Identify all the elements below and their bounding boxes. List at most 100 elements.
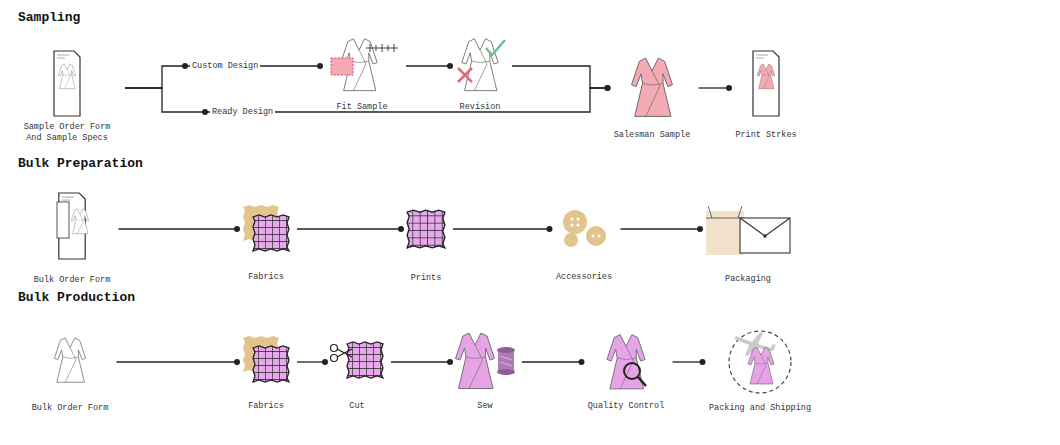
step-caption: Quality Control (588, 401, 665, 412)
connector-dot (726, 85, 732, 91)
fabrics-icon (243, 336, 289, 382)
fabrics-icon-part (253, 215, 289, 251)
sew-icon-part (500, 356, 512, 366)
packaging-icon-part (740, 218, 790, 253)
packaging-icon-part (740, 218, 790, 236)
revision-icon (458, 39, 505, 91)
section-heading: Bulk Production (18, 290, 135, 305)
accessories-icon-part (598, 235, 601, 238)
connector-dot (447, 63, 453, 69)
step-caption: Prints (411, 273, 442, 284)
step-caption: Cut (349, 401, 364, 412)
connector-dot (398, 226, 404, 232)
process-step: Packaging (704, 205, 792, 285)
process-step: Sew (454, 330, 516, 412)
order-form-icon (54, 51, 80, 116)
connector-dot (322, 359, 328, 365)
bulk-order-form-icon-part (57, 202, 69, 238)
accessories-icon-part (576, 223, 579, 226)
flow-connector (297, 361, 325, 362)
process-step: Revision (454, 36, 506, 113)
step-caption: Bulk Order Form (34, 275, 111, 286)
fit-sample-icon-part (331, 58, 353, 75)
salesman-sample-icon-part (632, 58, 673, 116)
process-step: Fabrics (241, 203, 291, 283)
revision-icon-part (486, 40, 505, 55)
cut-icon-part (331, 345, 338, 352)
fit-sample-icon-part (366, 44, 398, 52)
process-step: Packing and Shipping (707, 326, 814, 414)
cut-icon-part (337, 349, 352, 357)
connector-dot (700, 359, 706, 365)
connector-dot (234, 359, 240, 365)
process-step: Bulk Order Form (30, 328, 111, 414)
accessories-icon-part (563, 210, 587, 234)
process-step: Fabrics (241, 334, 291, 412)
step-caption: Sew (477, 401, 492, 412)
accessories-icon-part (570, 217, 600, 237)
accessories-icon-part (570, 223, 573, 226)
sew-icon-part (498, 350, 514, 372)
connector-dot (317, 63, 323, 69)
process-step: Quality Control (586, 330, 667, 412)
branch-dot (182, 63, 188, 69)
print-strikes-icon-part (757, 64, 774, 89)
step-caption: Print Strkes (735, 130, 796, 141)
accessories-icon-part (570, 217, 573, 220)
sew-icon-part (456, 333, 495, 389)
flow-connector (621, 228, 701, 229)
order-form-icon-part (54, 51, 80, 116)
salesman-sample-icon (632, 58, 673, 116)
cut-icon-part (331, 355, 338, 362)
flow-connector (391, 361, 450, 362)
bulk-order-form-icon (57, 193, 89, 259)
branch-dot (202, 109, 208, 115)
process-step: Salesman Sample (612, 55, 693, 141)
accessories-icon-part (586, 226, 606, 246)
bulk-order-dress-icon (54, 338, 85, 382)
packaging-icon-part (706, 206, 744, 218)
packing-shipping-icon-part (729, 331, 791, 393)
process-step: Sample Order Form And Sample Specs (15, 50, 119, 144)
quality-control-icon-part (607, 335, 645, 389)
connector-dot (547, 226, 553, 232)
step-caption: Packaging (725, 274, 771, 285)
step-caption: Revision (460, 102, 501, 113)
process-step: Prints (405, 206, 447, 284)
prints-icon (407, 210, 445, 248)
revision-icon-part (458, 68, 472, 82)
quality-control-icon (607, 335, 646, 389)
sew-icon-part (497, 369, 515, 375)
branch-label: Custom Design (190, 61, 260, 72)
cut-icon (331, 342, 384, 378)
process-step: Fit Sample (324, 36, 400, 113)
connector-dot (579, 359, 585, 365)
packing-shipping-icon (729, 331, 791, 393)
branch-label: Ready Design (210, 107, 275, 118)
packing-shipping-icon-part (748, 347, 774, 384)
flow-connector (453, 228, 550, 229)
connector-dot (605, 85, 611, 91)
connector-dot (605, 85, 611, 91)
flow-connector (406, 65, 450, 66)
fit-sample-icon (331, 39, 398, 91)
flow-connector (117, 361, 238, 362)
section-heading: Sampling (18, 10, 80, 25)
accessories-icon-part (592, 235, 595, 238)
step-caption: Salesman Sample (614, 130, 691, 141)
flow-connector (673, 361, 703, 362)
step-caption: Packing and Shipping (709, 403, 811, 414)
flow-connector (119, 228, 238, 229)
accessories-icon-part (576, 217, 579, 220)
packaging-icon-part (763, 234, 767, 238)
process-step: Print Strkes (733, 50, 799, 141)
step-caption: Accessories (556, 272, 612, 283)
flow-connector (512, 66, 608, 88)
accessories-icon-part (564, 233, 578, 247)
flow-connector (522, 361, 582, 362)
section-heading: Bulk Preparation (18, 156, 143, 171)
cut-icon-part (347, 342, 383, 378)
